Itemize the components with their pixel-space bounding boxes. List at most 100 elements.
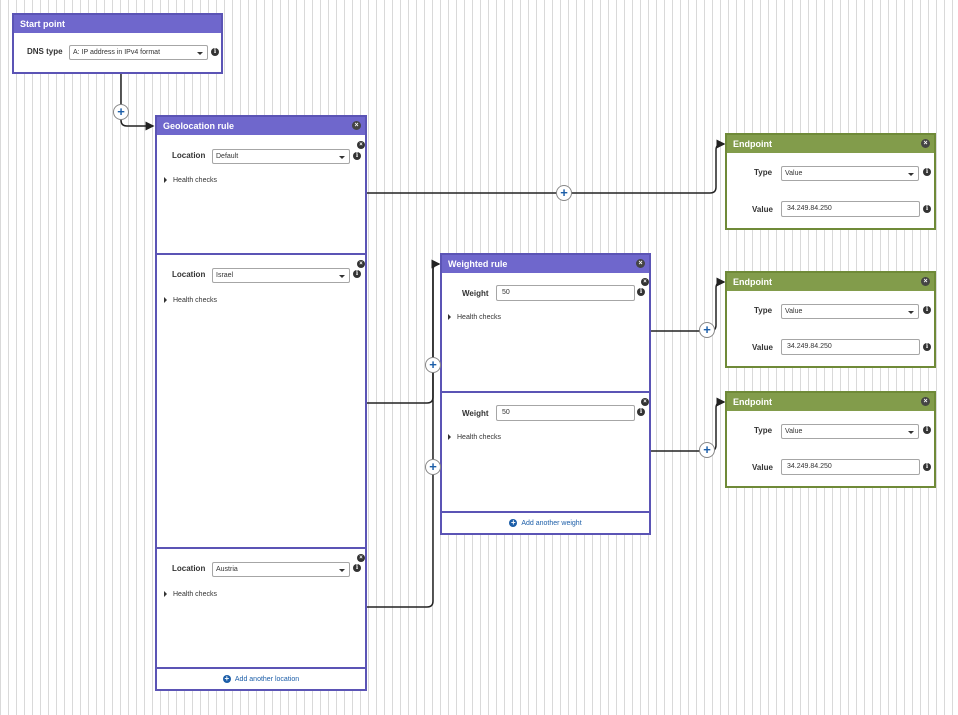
add-rule-plus-icon[interactable]: + bbox=[699, 322, 715, 338]
weighted-rule-node[interactable]: Weighted rule× × i Weight 50 Health chec… bbox=[440, 253, 651, 535]
add-another-location-button[interactable]: +Add another location bbox=[222, 674, 300, 683]
wire-austria-to-weighted bbox=[367, 268, 434, 608]
weight-input[interactable]: 50 bbox=[496, 405, 635, 421]
chevron-down-icon bbox=[339, 569, 345, 572]
remove-icon[interactable]: × bbox=[641, 278, 649, 286]
info-icon[interactable]: i bbox=[923, 205, 931, 213]
add-weight-row: +Add another weight bbox=[442, 511, 649, 533]
geolocation-rule-title: Geolocation rule× bbox=[157, 117, 365, 135]
endpoint-title: Endpoint× bbox=[727, 393, 934, 411]
location-value: Austria bbox=[216, 566, 238, 573]
location-select[interactable]: Israel bbox=[212, 268, 350, 283]
chevron-down-icon bbox=[339, 275, 345, 278]
geolocation-rule-node[interactable]: Geolocation rule× × i Location Default H… bbox=[155, 115, 367, 691]
dns-type-value: A: IP address in IPv4 format bbox=[73, 49, 161, 56]
health-checks-toggle[interactable]: Health checks bbox=[164, 297, 217, 304]
location-label: Location bbox=[172, 151, 206, 160]
chevron-down-icon bbox=[197, 52, 203, 55]
caret-right-icon bbox=[164, 591, 167, 598]
health-checks-toggle[interactable]: Health checks bbox=[448, 314, 501, 321]
add-another-weight-button[interactable]: +Add another weight bbox=[509, 518, 582, 527]
location-select[interactable]: Default bbox=[212, 149, 350, 164]
dns-type-label: DNS type bbox=[27, 47, 63, 56]
health-checks-toggle[interactable]: Health checks bbox=[448, 434, 501, 441]
info-icon[interactable]: i bbox=[923, 343, 931, 351]
remove-icon[interactable]: × bbox=[357, 554, 365, 562]
wire-israel-to-weighted bbox=[367, 259, 441, 404]
location-section-3: × i Location Austria Health checks bbox=[157, 547, 365, 667]
location-value: Israel bbox=[216, 272, 234, 279]
plus-circle-icon: + bbox=[222, 674, 231, 683]
value-input[interactable]: 34.249.84.250 bbox=[781, 459, 920, 475]
weight-label: Weight bbox=[462, 289, 489, 298]
remove-icon[interactable]: × bbox=[641, 398, 649, 406]
chevron-down-icon bbox=[339, 156, 345, 159]
type-label: Type bbox=[754, 426, 773, 435]
caret-right-icon bbox=[448, 314, 451, 321]
add-rule-plus-icon[interactable]: + bbox=[556, 185, 572, 201]
value-label: Value bbox=[752, 205, 773, 214]
info-icon[interactable]: i bbox=[637, 408, 645, 416]
info-icon[interactable]: i bbox=[923, 168, 931, 176]
location-section-2: × i Location Israel Health checks bbox=[157, 253, 365, 547]
close-icon[interactable]: × bbox=[921, 397, 930, 406]
endpoint-node[interactable]: Endpoint× Type Value i Value 34.249.84.2… bbox=[725, 391, 936, 488]
weight-section-1: × i Weight 50 Health checks bbox=[442, 273, 649, 391]
type-value: Value bbox=[785, 428, 803, 435]
type-select[interactable]: Value bbox=[781, 304, 919, 319]
info-icon[interactable]: i bbox=[923, 426, 931, 434]
plus-circle-icon: + bbox=[509, 518, 518, 527]
type-select[interactable]: Value bbox=[781, 424, 919, 439]
remove-icon[interactable]: × bbox=[357, 260, 365, 268]
endpoint-title: Endpoint× bbox=[727, 135, 934, 153]
value-input[interactable]: 34.249.84.250 bbox=[781, 339, 920, 355]
location-label: Location bbox=[172, 564, 206, 573]
weight-section-2: × i Weight 50 Health checks bbox=[442, 391, 649, 511]
add-location-row: +Add another location bbox=[157, 667, 365, 689]
type-select[interactable]: Value bbox=[781, 166, 919, 181]
chevron-down-icon bbox=[908, 173, 914, 176]
add-rule-plus-icon[interactable]: + bbox=[425, 357, 441, 373]
add-rule-plus-icon[interactable]: + bbox=[699, 442, 715, 458]
value-input[interactable]: 34.249.84.250 bbox=[781, 201, 920, 217]
close-icon[interactable]: × bbox=[636, 259, 645, 268]
wire-weight-1-to-endpoint-2 bbox=[651, 277, 726, 332]
info-icon[interactable]: i bbox=[353, 270, 361, 278]
location-section-1: × i Location Default Health checks bbox=[157, 135, 365, 253]
close-icon[interactable]: × bbox=[352, 121, 361, 130]
chevron-down-icon bbox=[908, 431, 914, 434]
weight-label: Weight bbox=[462, 409, 489, 418]
weighted-rule-title: Weighted rule× bbox=[442, 255, 649, 273]
location-select[interactable]: Austria bbox=[212, 562, 350, 577]
info-icon[interactable]: i bbox=[353, 152, 361, 160]
close-icon[interactable]: × bbox=[921, 139, 930, 148]
location-value: Default bbox=[216, 153, 239, 160]
info-icon[interactable]: i bbox=[353, 564, 361, 572]
chevron-down-icon bbox=[908, 311, 914, 314]
wire-default-to-endpoint-1 bbox=[367, 139, 726, 194]
health-checks-toggle[interactable]: Health checks bbox=[164, 177, 217, 184]
remove-icon[interactable]: × bbox=[357, 141, 365, 149]
caret-right-icon bbox=[164, 177, 167, 184]
info-icon[interactable]: i bbox=[637, 288, 645, 296]
wire-weight-2-to-endpoint-3 bbox=[651, 397, 726, 452]
info-icon[interactable]: i bbox=[923, 463, 931, 471]
add-rule-plus-icon[interactable]: + bbox=[425, 459, 441, 475]
close-icon[interactable]: × bbox=[921, 277, 930, 286]
type-label: Type bbox=[754, 306, 773, 315]
dns-type-select[interactable]: A: IP address in IPv4 format bbox=[69, 45, 208, 60]
info-icon[interactable]: i bbox=[923, 306, 931, 314]
health-checks-toggle[interactable]: Health checks bbox=[164, 591, 217, 598]
weight-input[interactable]: 50 bbox=[496, 285, 635, 301]
value-label: Value bbox=[752, 343, 773, 352]
add-rule-plus-icon[interactable]: + bbox=[113, 104, 129, 120]
start-point-node[interactable]: Start point DNS type A: IP address in IP… bbox=[12, 13, 223, 74]
caret-right-icon bbox=[448, 434, 451, 441]
endpoint-title: Endpoint× bbox=[727, 273, 934, 291]
endpoint-node[interactable]: Endpoint× Type Value i Value 34.249.84.2… bbox=[725, 133, 936, 230]
info-icon[interactable]: i bbox=[211, 48, 219, 56]
endpoint-node[interactable]: Endpoint× Type Value i Value 34.249.84.2… bbox=[725, 271, 936, 368]
type-label: Type bbox=[754, 168, 773, 177]
type-value: Value bbox=[785, 170, 803, 177]
location-label: Location bbox=[172, 270, 206, 279]
